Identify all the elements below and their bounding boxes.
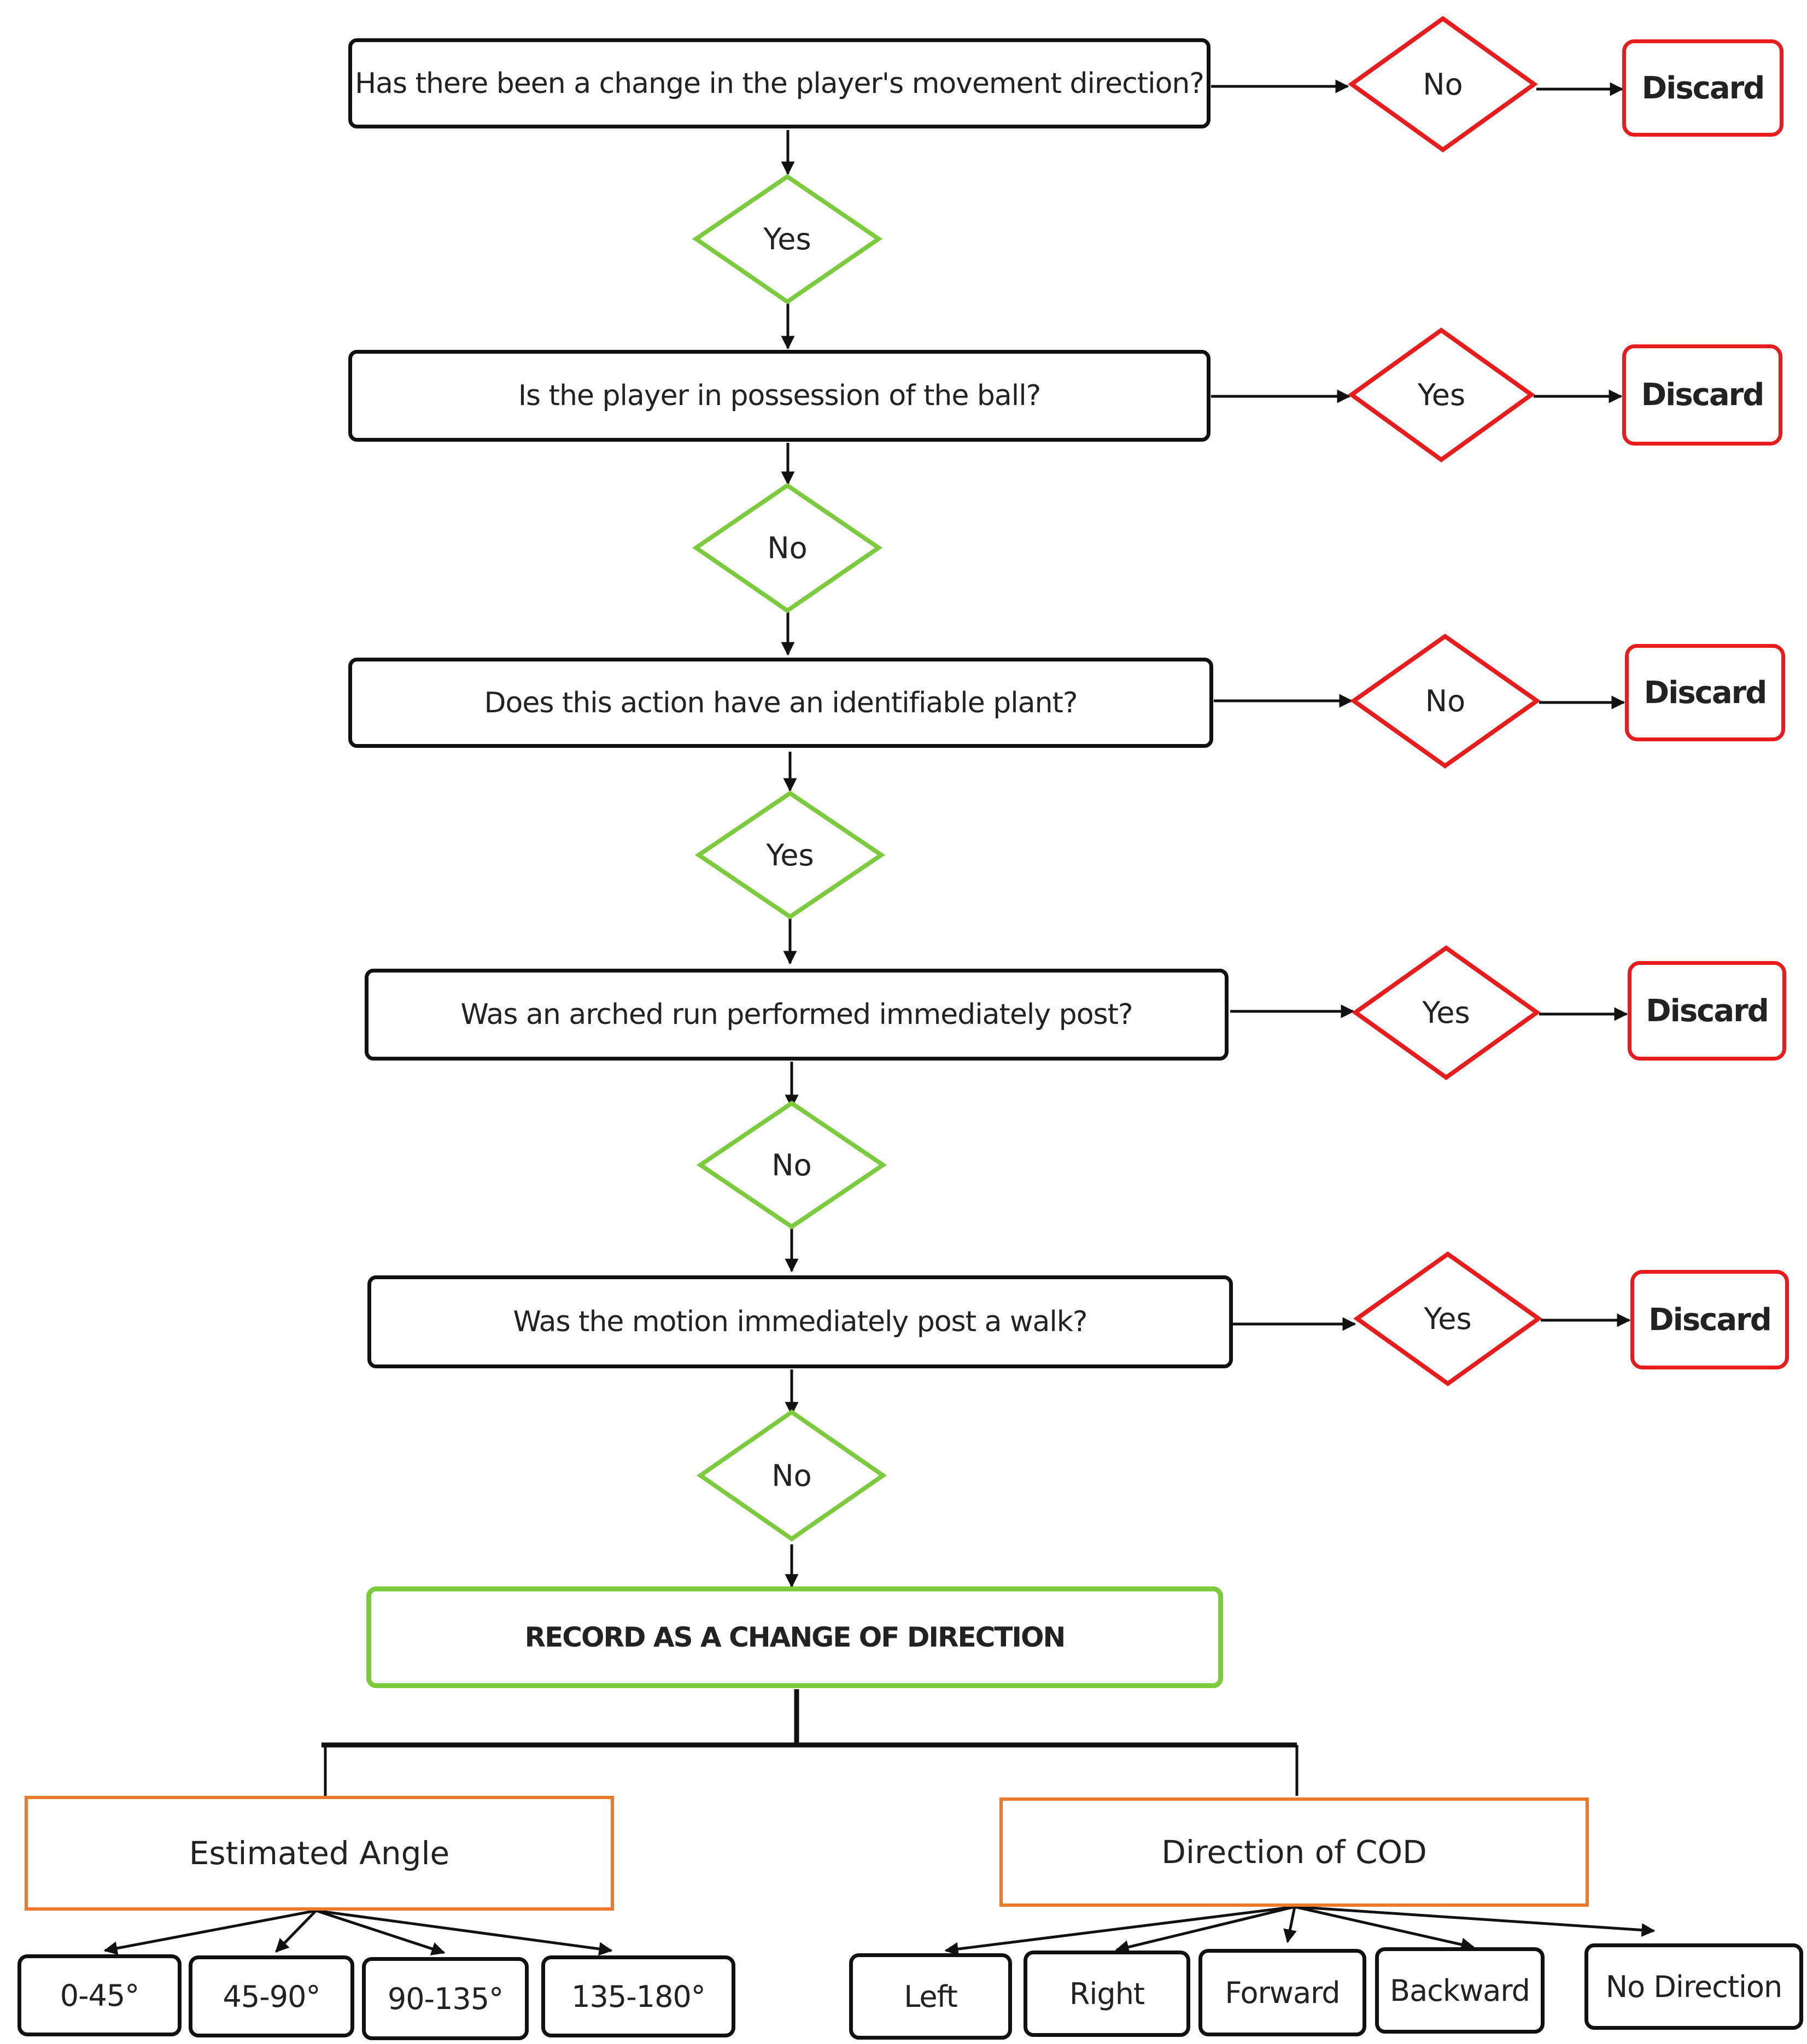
continue-decision-2: No xyxy=(692,483,883,613)
discard-label: Discard xyxy=(1644,675,1768,711)
continue-decision-1: Yes xyxy=(692,174,883,304)
question-text: Has there been a change in the player's … xyxy=(355,67,1204,100)
red-diamond-shape xyxy=(1348,327,1535,462)
category-label: Estimated Angle xyxy=(189,1835,450,1872)
category-label: Direction of COD xyxy=(1161,1834,1427,1871)
question-box-2: Is the player in possession of the ball? xyxy=(348,350,1210,442)
decision-answer: Yes xyxy=(1417,378,1466,412)
decision-answer: No xyxy=(1423,67,1463,102)
discard-box-4: Discard xyxy=(1628,961,1786,1061)
red-diamond-shape xyxy=(1350,634,1541,769)
option-label: 0-45° xyxy=(60,1978,140,2013)
direction-option-backward: Backward xyxy=(1375,1947,1545,2034)
direction-option-no-direction: No Direction xyxy=(1584,1943,1803,2030)
option-label: Left xyxy=(904,1979,958,2014)
question-box-4: Was an arched run performed immediately … xyxy=(365,969,1229,1061)
green-diamond-shape xyxy=(692,174,883,304)
green-diamond-shape xyxy=(696,1409,887,1542)
question-text: Was an arched run performed immediately … xyxy=(460,998,1133,1031)
option-label: Forward xyxy=(1225,1975,1340,2010)
discard-label: Discard xyxy=(1641,70,1765,106)
discard-label: Discard xyxy=(1646,993,1769,1029)
decision-answer: Yes xyxy=(763,222,811,256)
angle-option-45-90: 45-90° xyxy=(189,1955,354,2037)
option-label: Right xyxy=(1069,1976,1145,2011)
direction-option-left: Left xyxy=(849,1953,1012,2040)
red-diamond-shape xyxy=(1348,16,1538,153)
question-box-3: Does this action have an identifiable pl… xyxy=(348,658,1213,748)
green-diamond-shape xyxy=(692,483,883,613)
decision-answer: No xyxy=(771,1147,812,1182)
option-label: 45-90° xyxy=(223,1979,321,2014)
option-label: Backward xyxy=(1390,1973,1530,2008)
decision-answer: Yes xyxy=(766,837,814,872)
decision-answer: No xyxy=(771,1458,812,1493)
decision-answer: No xyxy=(767,531,808,565)
discard-decision-4: Yes xyxy=(1352,945,1541,1080)
record-cod-box: RECORD AS A CHANGE OF DIRECTION xyxy=(366,1586,1223,1688)
green-diamond-shape xyxy=(694,790,886,919)
option-label: 90-135° xyxy=(387,1981,504,2016)
discard-decision-5: Yes xyxy=(1353,1251,1542,1386)
red-diamond-shape xyxy=(1353,1251,1542,1386)
decision-answer: No xyxy=(1425,684,1466,718)
discard-decision-1: No xyxy=(1348,16,1538,153)
option-label: No Direction xyxy=(1605,1969,1783,2004)
green-diamond-shape xyxy=(696,1100,887,1229)
direction-option-right: Right xyxy=(1024,1951,1190,2037)
continue-decision-5: No xyxy=(696,1409,887,1542)
discard-label: Discard xyxy=(1641,377,1765,413)
estimated-angle-box: Estimated Angle xyxy=(25,1796,614,1911)
question-text: Was the motion immediately post a walk? xyxy=(513,1305,1087,1338)
question-box-1: Has there been a change in the player's … xyxy=(348,38,1210,128)
question-text: Is the player in possession of the ball? xyxy=(518,379,1042,412)
angle-option-90-135: 90-135° xyxy=(362,1957,529,2040)
angle-option-135-180: 135-180° xyxy=(541,1955,735,2037)
decision-answer: Yes xyxy=(1422,995,1470,1030)
question-text: Does this action have an identifiable pl… xyxy=(484,686,1078,719)
option-label: 135-180° xyxy=(571,1979,706,2014)
continue-decision-3: Yes xyxy=(694,790,886,919)
direction-of-cod-box: Direction of COD xyxy=(999,1797,1589,1907)
direction-option-forward: Forward xyxy=(1198,1949,1366,2036)
angle-option-0-45: 0-45° xyxy=(17,1954,182,2036)
discard-decision-3: No xyxy=(1350,634,1541,769)
red-diamond-shape xyxy=(1352,945,1541,1080)
discard-label: Discard xyxy=(1648,1302,1772,1338)
question-box-5: Was the motion immediately post a walk? xyxy=(367,1275,1233,1368)
discard-decision-2: Yes xyxy=(1348,327,1535,462)
discard-box-1: Discard xyxy=(1622,39,1783,137)
discard-box-5: Discard xyxy=(1630,1270,1789,1369)
discard-box-2: Discard xyxy=(1622,344,1782,446)
continue-decision-4: No xyxy=(696,1100,887,1229)
decision-answer: Yes xyxy=(1424,1302,1472,1336)
record-label: RECORD AS A CHANGE OF DIRECTION xyxy=(524,1621,1066,1653)
discard-box-3: Discard xyxy=(1625,644,1785,741)
